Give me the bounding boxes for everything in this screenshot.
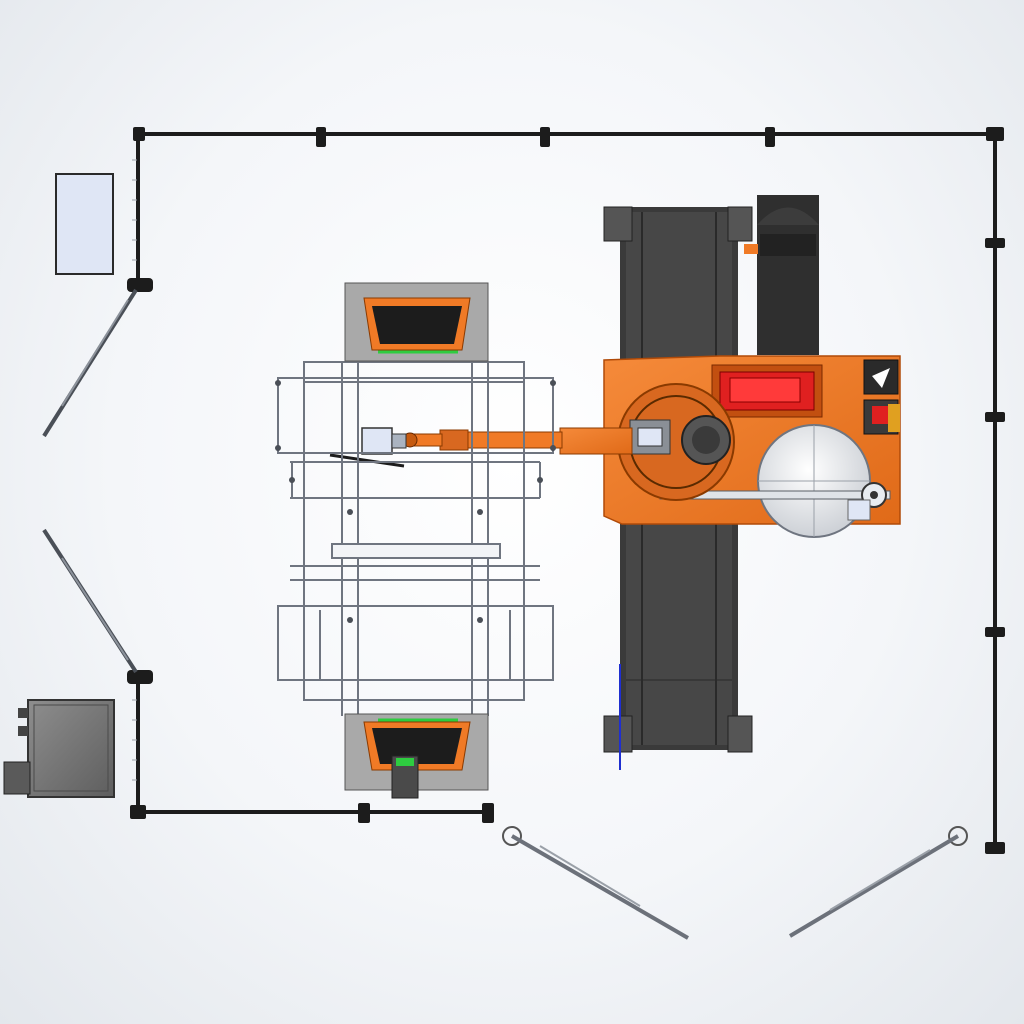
fence-post xyxy=(985,238,1005,248)
fence-post xyxy=(316,127,326,147)
wall-panel xyxy=(55,173,114,275)
fixture-plate-top xyxy=(344,282,489,362)
fence-post xyxy=(765,127,775,147)
fence-post xyxy=(358,803,370,823)
fence-post xyxy=(133,127,145,141)
fence-post xyxy=(127,670,153,684)
door-panel-bottom-right[interactable] xyxy=(788,826,968,938)
fence-post xyxy=(130,805,146,819)
safety-fence xyxy=(136,132,997,848)
robot-arm[interactable] xyxy=(402,427,633,455)
door-panel-upper-left[interactable] xyxy=(42,288,138,438)
fixture-plate-bottom xyxy=(344,713,489,799)
control-cabinet[interactable] xyxy=(3,699,115,798)
door-panel-lower-left[interactable] xyxy=(42,528,138,674)
fence-post xyxy=(482,803,494,823)
turntable-disc[interactable] xyxy=(659,424,891,538)
fence-post xyxy=(985,842,1005,854)
cable-carrier xyxy=(744,195,819,355)
door-panel-bottom-center[interactable] xyxy=(502,826,690,940)
fence-post xyxy=(985,627,1005,637)
fence-post xyxy=(540,127,550,147)
fence-post xyxy=(127,278,153,292)
operator-panel[interactable] xyxy=(863,359,900,435)
weld-fixture xyxy=(277,361,554,716)
fence-posts xyxy=(127,127,1005,854)
fence-post xyxy=(986,127,1004,141)
robot-turret xyxy=(617,383,735,501)
clamp-points xyxy=(275,380,556,623)
fence-post xyxy=(985,412,1005,422)
fence-ticks xyxy=(132,159,137,781)
